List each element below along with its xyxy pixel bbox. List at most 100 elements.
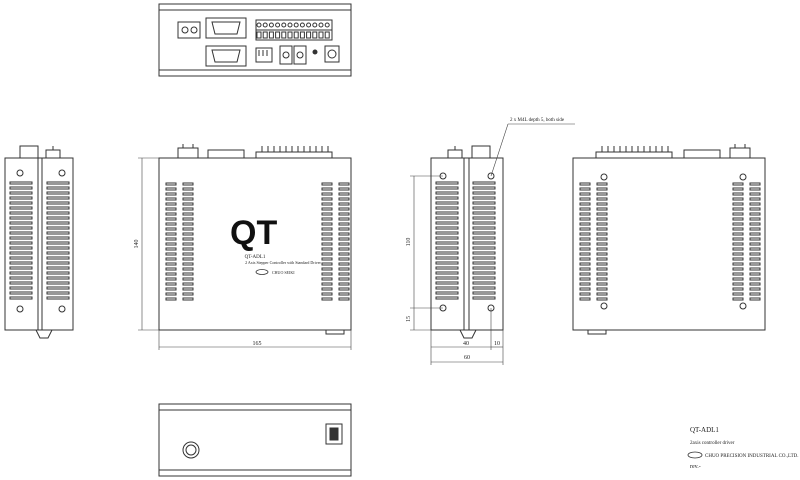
vent-slot xyxy=(182,217,194,221)
vent-slot xyxy=(46,191,70,195)
vent-slot xyxy=(749,292,761,296)
vent-slot xyxy=(579,227,591,231)
vent-slot xyxy=(579,232,591,236)
vent-slot xyxy=(732,247,744,251)
vent-slot xyxy=(321,247,333,251)
vent-slot xyxy=(472,286,496,290)
vent-slot xyxy=(596,182,608,186)
vent-slot xyxy=(579,252,591,256)
vent-slot xyxy=(182,247,194,251)
vent-slot xyxy=(579,277,591,281)
vent-slot xyxy=(338,207,350,211)
vent-slot xyxy=(338,222,350,226)
vent-slot xyxy=(321,297,333,301)
vent-slot xyxy=(9,246,33,250)
vent-slot xyxy=(596,277,608,281)
vent-slot xyxy=(9,251,33,255)
front-brand-tag: CHUO SEIKI xyxy=(272,270,295,275)
top-view xyxy=(158,3,352,77)
vent-slot xyxy=(732,277,744,281)
vent-slot xyxy=(9,231,33,235)
vent-slot xyxy=(472,241,496,245)
vent-slot xyxy=(435,226,459,230)
vent-slot xyxy=(165,197,177,201)
vent-slot xyxy=(596,292,608,296)
vent-slot xyxy=(9,211,33,215)
vent-slot xyxy=(732,242,744,246)
vent-slot xyxy=(182,187,194,191)
side-dimensions xyxy=(410,123,575,365)
vent-slot xyxy=(472,226,496,230)
din-connector xyxy=(182,441,200,459)
terminal-screw xyxy=(293,22,299,28)
vent-slot xyxy=(338,202,350,206)
vent-slot xyxy=(9,241,33,245)
terminal-screw xyxy=(256,22,262,28)
terminal-screw xyxy=(324,22,330,28)
vent-slot xyxy=(46,216,70,220)
vent-slot xyxy=(579,262,591,266)
vent-slot xyxy=(435,291,459,295)
vent-slot xyxy=(182,182,194,186)
vent-slot xyxy=(579,192,591,196)
vent-slot xyxy=(46,206,70,210)
vent-slot xyxy=(472,186,496,190)
front-logo: QT xyxy=(230,214,277,252)
vent-slot xyxy=(732,262,744,266)
vent-slot xyxy=(182,287,194,291)
vent-slot xyxy=(472,271,496,275)
terminal-screw xyxy=(318,22,324,28)
vent-slot xyxy=(435,256,459,260)
vent-slot xyxy=(165,192,177,196)
terminal-screw xyxy=(306,22,312,28)
front-panel-labels: QT QT-ADL1 2 Axis Stepper Controller wit… xyxy=(230,214,322,275)
vent-slot xyxy=(596,282,608,286)
vent-slot xyxy=(46,241,70,245)
vent-slot xyxy=(165,282,177,286)
vent-slot xyxy=(182,292,194,296)
vent-slot xyxy=(182,257,194,261)
left-side-view xyxy=(4,145,74,339)
vent-slot xyxy=(9,186,33,190)
vent-slot xyxy=(338,257,350,261)
vent-slot xyxy=(338,212,350,216)
vent-slot xyxy=(9,296,33,300)
vent-slot xyxy=(9,281,33,285)
vent-slot xyxy=(46,276,70,280)
vent-slot xyxy=(182,222,194,226)
vent-slot xyxy=(321,192,333,196)
vent-slot xyxy=(749,272,761,276)
vent-slot xyxy=(321,287,333,291)
vent-slot xyxy=(46,221,70,225)
vent-slot xyxy=(435,236,459,240)
vent-slot xyxy=(472,216,496,220)
vent-slot xyxy=(472,196,496,200)
vent-slot xyxy=(749,297,761,301)
vent-slot xyxy=(9,271,33,275)
vent-slot xyxy=(579,292,591,296)
vent-slot xyxy=(596,222,608,226)
vent-slot xyxy=(435,231,459,235)
vent-slot xyxy=(435,276,459,280)
vent-slot xyxy=(182,197,194,201)
vent-slot xyxy=(435,261,459,265)
vent-slot xyxy=(9,226,33,230)
vent-slot xyxy=(472,261,496,265)
vent-slot xyxy=(338,192,350,196)
vent-slot xyxy=(749,227,761,231)
vent-slot xyxy=(596,267,608,271)
vent-slot xyxy=(732,207,744,211)
vent-slot xyxy=(182,232,194,236)
vent-slot xyxy=(732,192,744,196)
vent-slot xyxy=(732,267,744,271)
vent-slot xyxy=(472,266,496,270)
vent-slot xyxy=(321,207,333,211)
vent-slot xyxy=(338,267,350,271)
vent-slot xyxy=(472,291,496,295)
vent-slot xyxy=(749,242,761,246)
vent-slot xyxy=(46,286,70,290)
vent-slot xyxy=(165,182,177,186)
vent-slot xyxy=(596,197,608,201)
vent-slot xyxy=(9,201,33,205)
vent-slot xyxy=(321,252,333,256)
